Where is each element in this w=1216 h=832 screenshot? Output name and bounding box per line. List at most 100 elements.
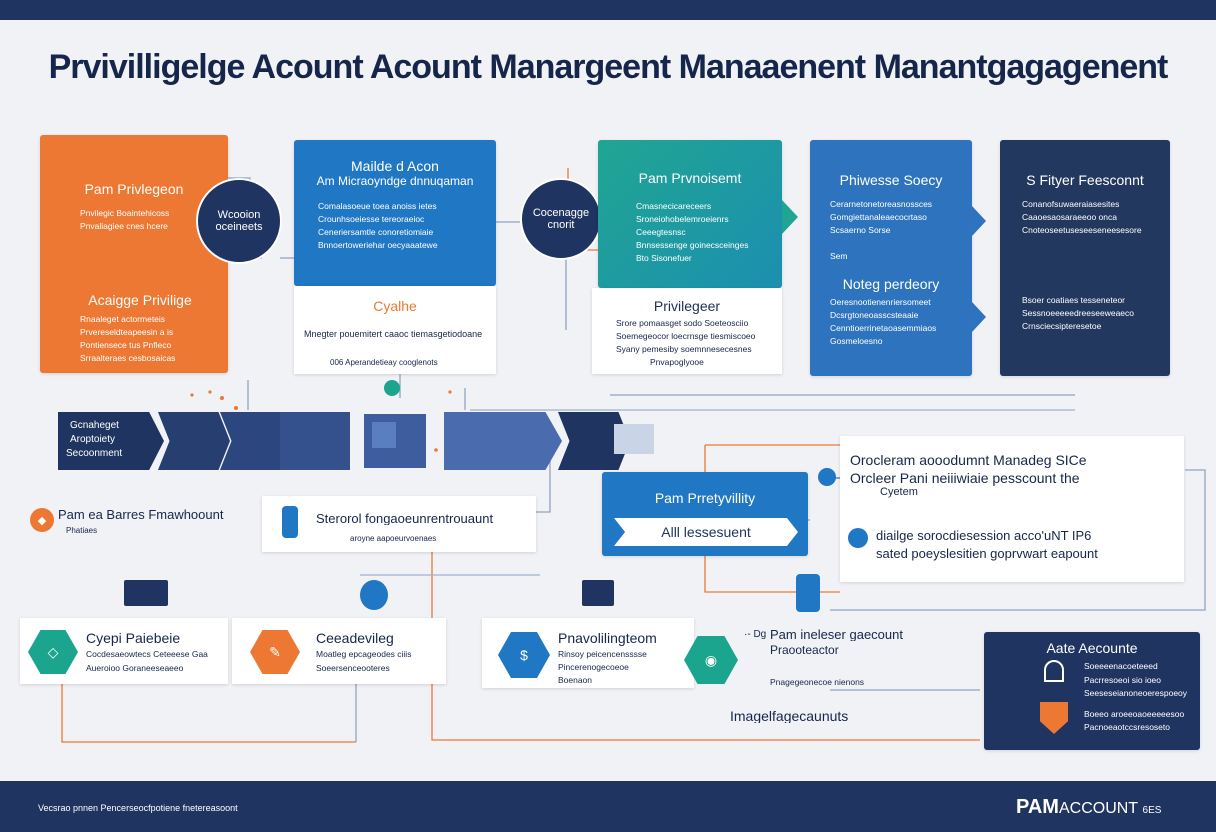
gear-icon bbox=[848, 528, 868, 548]
panel-line: Cnoteoseetuseseeseneesesore bbox=[1022, 225, 1142, 235]
lock-icon bbox=[1044, 660, 1064, 682]
document-icon bbox=[372, 422, 396, 448]
cycle-card: Cyalhe Mnegter pouemitert caaoc tiemasge… bbox=[294, 286, 496, 374]
panel-heading: Aate Aecounte bbox=[1046, 640, 1138, 656]
panel-heading: S Fityer Feesconnt bbox=[1026, 172, 1144, 188]
chevron-segment bbox=[364, 414, 426, 468]
panel-line: Boeeo aroeeoaoeeeeesoo bbox=[1084, 709, 1185, 719]
card-line: Pnvapoglyooe bbox=[650, 357, 704, 367]
bottom-card-title: Cyepi Paiebeie bbox=[86, 630, 181, 646]
panel-line: Sem bbox=[830, 251, 848, 261]
hex-icon: ✎ bbox=[250, 630, 300, 674]
card-line: Soemegeocor loecrnsge tiesmiscoeo bbox=[616, 331, 756, 341]
panel-heading: Phiwesse Soecy bbox=[839, 172, 943, 188]
card-line: Srore pomaasget sodo Soeteosciio bbox=[616, 318, 749, 328]
account-panel-blue: Mailde d Acon Am Micraoyndge dnnuqaman C… bbox=[294, 140, 496, 286]
chevron-segment bbox=[444, 412, 562, 470]
privilege-card: Privilegeer Srore pomaasget sodo Soeteos… bbox=[592, 288, 782, 374]
panel-line: Soeeeenacoeteeed bbox=[1084, 661, 1158, 671]
panel-subheading: Am Micraoyndge dnnuqaman bbox=[316, 174, 474, 188]
panel-line: Pacrresoeoi sio ioeo bbox=[1084, 675, 1162, 685]
feescount-panel: S Fityer Feesconnt Conanofsuwaeraiasesit… bbox=[1000, 140, 1170, 376]
provision-panel-teal: Pam Prvnoisemt Cmasnecicareceers Sroneio… bbox=[598, 140, 782, 288]
panel-line: Rnaaleget actormeteis bbox=[80, 314, 166, 324]
hex-icon: $ bbox=[498, 632, 550, 678]
panel-line: Pontiensece tus Pnfleco bbox=[80, 340, 172, 350]
right-card-title: Cyetem bbox=[880, 486, 918, 498]
circle-line: cnorit bbox=[547, 219, 575, 231]
bottom-card: $ Pnavolilingteom Rinsoy peicencensssse … bbox=[482, 618, 694, 688]
footer-band bbox=[0, 781, 1216, 832]
card-heading: Privilegeer bbox=[653, 298, 721, 314]
panel-line: Pacnoeaotccsresoseto bbox=[1084, 722, 1170, 732]
panel-line: Seeseseianoneoerespoeoy bbox=[1084, 688, 1188, 698]
panel-line: Srraalteraes cesbosaicas bbox=[80, 353, 176, 363]
bottom-card-title: Ceeadevileg bbox=[316, 630, 394, 646]
panel-line: Crounhsoeiesse tereoraeioc bbox=[318, 214, 425, 224]
panel-heading: Noteg perdeory bbox=[842, 276, 940, 292]
bottom-card-line: Aueroioo Goraneeseaeeo bbox=[86, 663, 184, 673]
panel-line: Comalasoeue toea anoiss ietes bbox=[318, 201, 437, 211]
monitor-icon bbox=[582, 580, 614, 606]
pam-box-sub: Alll lessesuent bbox=[661, 524, 751, 540]
panel-heading: Pam Prvnoisemt bbox=[638, 170, 742, 186]
brand-light: ACCOUNT bbox=[1058, 800, 1139, 817]
panel-line: Bnnoertoweriehar oecyaaatewe bbox=[318, 240, 438, 250]
card-heading: Cyalhe bbox=[373, 298, 417, 314]
globe-icon bbox=[360, 580, 388, 610]
right-card-line: sated poeyslesitien goprvwart eapount bbox=[876, 546, 1098, 561]
pam-box-title: Pam Prretyvillity bbox=[654, 490, 756, 506]
chevron-label: Gcnaheget Aroptoiety Secoonment bbox=[58, 412, 164, 470]
bottom-card: ◇ Cyepi Paiebeie Cocdesaeowtecs Ceteeese… bbox=[20, 618, 228, 684]
panel-heading: Pam Privlegeon bbox=[84, 181, 184, 197]
card-line: Syany pemesiby soemnnesecesnes bbox=[616, 344, 752, 354]
circle-line: Wcooion bbox=[217, 209, 261, 221]
chevron-text: Aroptoiety bbox=[70, 434, 116, 445]
circle-line: Cocenagge bbox=[532, 207, 590, 219]
workflow-circle: Wcooion oceineets bbox=[196, 178, 282, 264]
brand-small: 6ES bbox=[1142, 805, 1162, 816]
framework-sublabel: Phatiaes bbox=[66, 526, 98, 535]
node-icon bbox=[384, 380, 400, 396]
shield-icon: ◆ bbox=[30, 508, 54, 532]
hex-icon: ◉ bbox=[684, 636, 738, 684]
right-card-line: diailge sorocdiesession acco'uNT IP6 bbox=[876, 528, 1092, 543]
link-icon bbox=[818, 468, 836, 486]
workflow-circle: Cocenagge cnorit bbox=[520, 178, 602, 260]
panel-line: Prvereseldteapeesin a is bbox=[80, 327, 174, 337]
panel-line: Oeresnootienenriersomeet bbox=[830, 297, 931, 307]
bottom-card-line: Boenaon bbox=[558, 675, 593, 685]
panel-tab bbox=[824, 140, 854, 142]
bottom-card: ✎ Ceeadevileg Moatleg epcageodes ciiis S… bbox=[232, 618, 446, 684]
mark-label: ·- Dg bbox=[744, 629, 767, 640]
panel-line: Sessnoeeeeedreeseeweaeco bbox=[1022, 308, 1135, 318]
database-icon bbox=[796, 574, 820, 612]
account-system-card: Orocleram aooodumnt Manadeg SICe Orcleer… bbox=[840, 436, 1184, 582]
bottom-card-line: Cocdesaeowtecs Ceteeese Gaa bbox=[86, 649, 208, 659]
card-line: Mnegter pouemitert caaoc tiemasgetiodoan… bbox=[304, 329, 483, 339]
panel-tab bbox=[66, 135, 84, 137]
chevron-text: Secoonment bbox=[66, 448, 123, 459]
panel-line: Ceeegtesnsc bbox=[636, 227, 686, 237]
panel-line: Cenntioerrinetaoasemmiaos bbox=[830, 323, 937, 333]
panel-line: Cmasnecicareceers bbox=[636, 201, 712, 211]
bottom-card-line: Pnagegeonecoe nienons bbox=[770, 677, 865, 687]
pam-central-box: Pam Prretyvillity Alll lessesuent bbox=[602, 472, 808, 556]
panel-line: Crnsciecsipteresetoe bbox=[1022, 321, 1102, 331]
panel-line: Ceneriersamtle conoretiomiaie bbox=[318, 227, 434, 237]
hex-icon: ◇ bbox=[28, 630, 78, 674]
privilege-panel-orange: Pam Privlegeon Pnvilegic Boaintehicoss P… bbox=[40, 135, 228, 373]
chevron-segment bbox=[280, 412, 350, 470]
chevron-text: Gcnaheget bbox=[70, 420, 119, 431]
panel-line: Pnvaliagiee cnes hcere bbox=[80, 221, 168, 231]
bottom-card-title: Pnavolilingteom bbox=[558, 630, 657, 646]
panel-line: Dcsrgtoneoasscsteaaie bbox=[830, 310, 919, 320]
panel-line: Bto Sisonefuer bbox=[636, 253, 692, 263]
footer-brand: PAMACCOUNT 6ES bbox=[1016, 796, 1212, 819]
bottom-card-line: Rinsoy peicencensssse bbox=[558, 649, 647, 659]
bottom-card-line: Moatleg epcageodes ciiis bbox=[316, 649, 412, 659]
database-icon bbox=[282, 506, 298, 538]
pam-box-arrow: Alll lessesuent bbox=[614, 518, 798, 546]
framework-label: Pam ea Barres Fmawhoount bbox=[58, 508, 224, 521]
page-title: Prvivilligelge Acount Acount Manargeent … bbox=[48, 48, 1169, 86]
